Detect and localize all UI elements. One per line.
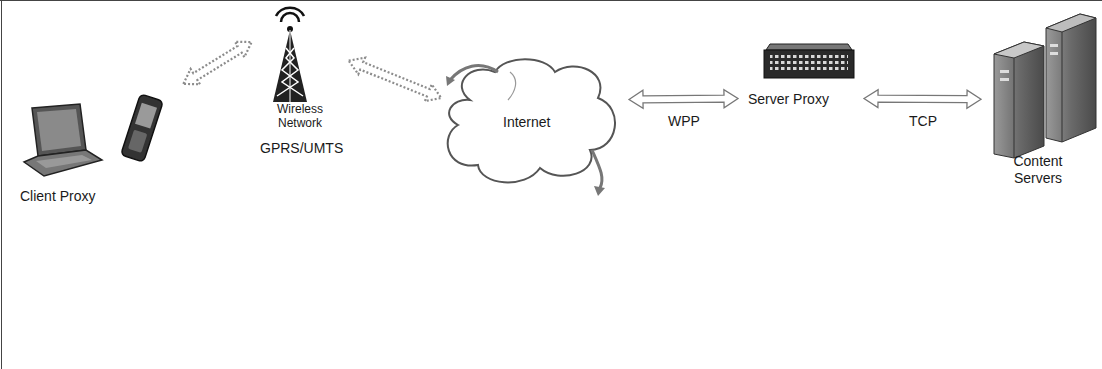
laptop-icon (24, 104, 102, 176)
node-label: Internet (503, 114, 550, 131)
wireless-link-arrow (183, 42, 251, 85)
protocol-label: TCP (907, 113, 939, 129)
protocol-label: WPP (666, 113, 702, 129)
network-label: GPRS/UMTS (258, 140, 345, 156)
content-servers: Content Servers (985, 10, 1100, 200)
internet-cloud (446, 59, 615, 196)
node-label: Server Proxy (748, 91, 829, 108)
phone-icon (121, 94, 164, 162)
node-label: Wireless Network (265, 102, 335, 130)
wireless-network: Wireless Network (255, 8, 345, 136)
internet-cloud-node: Internet (445, 62, 625, 187)
wireless-link-arrow (349, 58, 442, 102)
tower-icon (273, 8, 307, 102)
client-proxy: Client Proxy (15, 86, 180, 216)
link-arrow (629, 90, 738, 109)
node-label: Client Proxy (20, 188, 95, 205)
link-arrow (864, 90, 981, 109)
server-proxy-device (764, 44, 854, 78)
node-label: Content Servers (1005, 153, 1071, 187)
frame-top (0, 0, 1102, 1)
server-proxy: Server Proxy (742, 40, 860, 118)
content-servers-icon (994, 14, 1096, 158)
frame-left (1, 0, 2, 369)
